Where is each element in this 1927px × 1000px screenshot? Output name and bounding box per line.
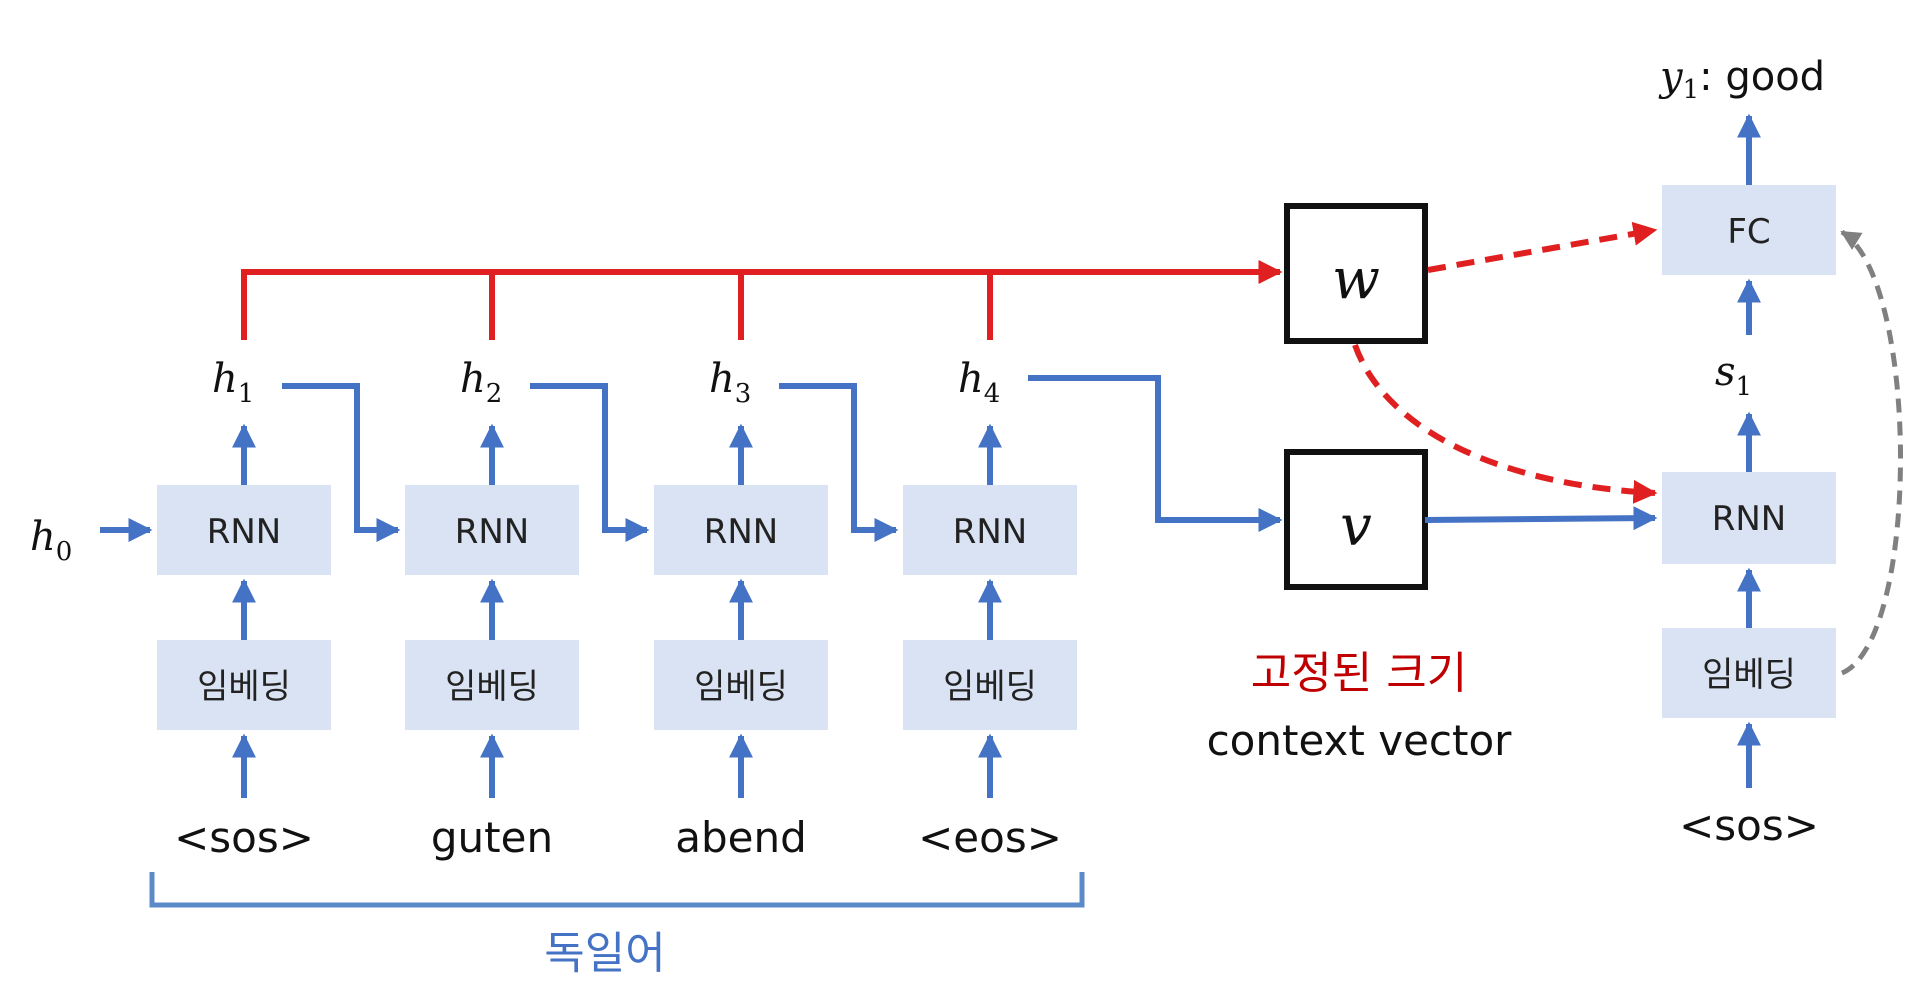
rnn-label: RNN	[953, 512, 1028, 552]
embedding-to-fc-skip-arrow	[1840, 229, 1903, 676]
hidden-state-label: h4	[958, 356, 1000, 409]
attention-to-decoder-rnn-arrow	[1352, 343, 1658, 504]
attention-bus	[241, 260, 1283, 340]
input-token: <sos>	[174, 813, 314, 862]
context-to-decoder-rnn-arrow	[1424, 506, 1658, 531]
encoder-step-2: RNN 임베딩 h2 guten	[405, 356, 579, 862]
recurrent-arrow-h2-to-rnn3	[530, 383, 650, 542]
embedding-label: 임베딩	[197, 667, 291, 707]
embedding-label: 임베딩	[445, 667, 539, 707]
encoder-step-4: RNN 임베딩 h4 <eos>	[903, 356, 1077, 862]
rnn-label: RNN	[207, 512, 282, 552]
recurrent-arrow-h3-to-rnn4	[779, 383, 899, 542]
language-label: 독일어	[544, 928, 665, 979]
input-token: guten	[431, 813, 553, 862]
context-arrow-h4-to-v	[1028, 375, 1283, 532]
decoder-fc-label: FC	[1727, 212, 1770, 252]
initial-hidden-state-label: h0	[30, 514, 72, 567]
hidden-state-label: h3	[709, 356, 751, 409]
embedding-box	[157, 640, 331, 730]
rnn-box	[157, 485, 331, 575]
embedding-label: 임베딩	[943, 667, 1037, 707]
context-caption-english: context vector	[1207, 716, 1513, 765]
embedding-box	[903, 640, 1077, 730]
input-token: <eos>	[918, 813, 1062, 862]
decoder-embedding-label: 임베딩	[1702, 655, 1796, 695]
decoder-embedding-box	[1662, 628, 1836, 718]
hidden-state-label: h2	[460, 356, 502, 409]
rnn-label: RNN	[704, 512, 779, 552]
decoder-output-label: y1: good	[1658, 54, 1825, 105]
decoder-state-label: s1	[1715, 349, 1752, 402]
embedding-box	[405, 640, 579, 730]
context-vector-symbol: v	[1340, 494, 1372, 559]
language-bracket	[149, 872, 1085, 908]
encoder-step-1: RNN 임베딩 h1 <sos>	[157, 356, 331, 862]
rnn-box	[903, 485, 1077, 575]
encoder-step-3: RNN 임베딩 h3 abend	[654, 356, 828, 862]
rnn-box	[405, 485, 579, 575]
decoder-rnn-label: RNN	[1712, 499, 1787, 539]
recurrent-arrow-h1-to-rnn2	[282, 383, 401, 542]
decoder-rnn-box	[1662, 472, 1836, 564]
attention-weight-box	[1284, 203, 1428, 344]
embedding-label: 임베딩	[694, 667, 788, 707]
hidden-state-label: h1	[212, 356, 254, 409]
rnn-label: RNN	[455, 512, 530, 552]
context-caption-korean: 고정된 크기	[1251, 648, 1467, 699]
context-vector-box	[1284, 449, 1428, 590]
input-token: abend	[675, 813, 807, 862]
attention-weight-symbol: w	[1332, 247, 1380, 312]
embedding-box	[654, 640, 828, 730]
attention-to-fc-arrow	[1427, 221, 1658, 273]
decoder-fc-box	[1662, 185, 1836, 275]
rnn-box	[654, 485, 828, 575]
decoder-input-token: <sos>	[1679, 801, 1819, 850]
